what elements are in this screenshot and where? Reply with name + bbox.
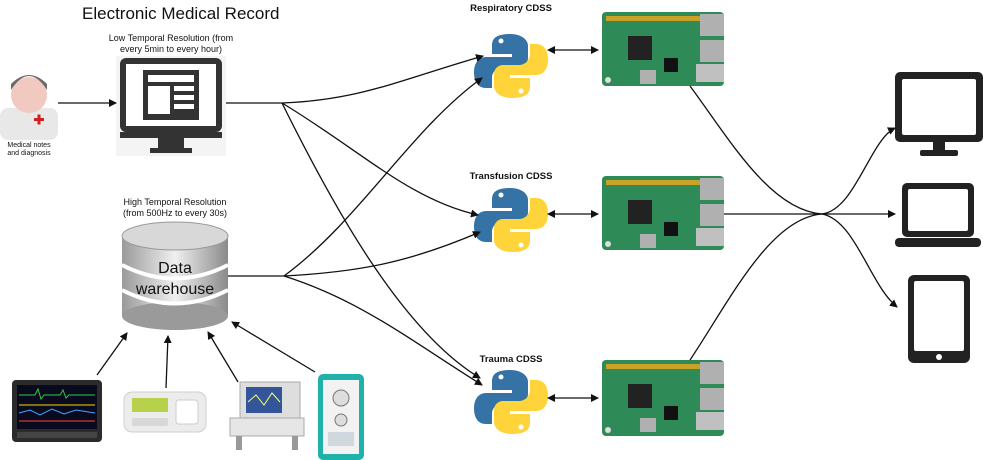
raspberry-pi-respiratory-icon bbox=[602, 12, 724, 86]
emr-to-trauma-arrow bbox=[281, 102, 481, 379]
data-warehouse-line1: Data bbox=[158, 260, 192, 277]
physician-label: Medical notes and diagnosis bbox=[4, 142, 54, 158]
high-resolution-line1: High Temporal Resolution bbox=[123, 197, 227, 207]
tablet-icon bbox=[908, 275, 970, 363]
data-warehouse-icon bbox=[121, 221, 229, 330]
data-warehouse-label: Data warehouse bbox=[127, 258, 223, 300]
pump-to-warehouse-arrow bbox=[163, 335, 172, 389]
physician-label-line1: Medical notes bbox=[7, 142, 51, 149]
emr-computer-icon bbox=[116, 56, 226, 156]
physician-label-line2: and diagnosis bbox=[7, 150, 51, 157]
respiratory-to-hub-line bbox=[689, 85, 823, 215]
hub-to-monitor-arrow bbox=[821, 127, 896, 215]
emr-to-transfusion-arrow bbox=[281, 102, 479, 218]
python-logo-transfusion-icon bbox=[474, 188, 548, 252]
data-warehouse-line2: warehouse bbox=[135, 281, 215, 298]
warehouse-to-transfusion-arrow bbox=[283, 231, 481, 277]
raspberry-pi-transfusion-icon bbox=[602, 176, 724, 250]
high-resolution-line2: (from 500Hz to every 30s) bbox=[122, 208, 228, 218]
warehouse-to-trauma-arrow bbox=[283, 275, 483, 386]
laptop-icon bbox=[895, 183, 981, 247]
low-resolution-line1: Low Temporal Resolution (from bbox=[108, 33, 234, 43]
transfusion-cdss-label: Transfusion CDSS bbox=[469, 171, 553, 182]
monitor-to-warehouse-arrow bbox=[96, 332, 128, 376]
low-resolution-label: Low Temporal Resolution (from every 5min… bbox=[96, 33, 246, 55]
emr-to-respiratory-arrow bbox=[281, 54, 484, 104]
patient-monitor-icon bbox=[12, 380, 102, 442]
connector-lines bbox=[58, 46, 898, 402]
infusion-pump-icon bbox=[123, 391, 207, 433]
ventilator-icon bbox=[229, 381, 305, 450]
python-logo-trauma-icon bbox=[474, 370, 548, 434]
ventilator-to-warehouse-arrow bbox=[207, 331, 239, 383]
raspberry-pi-trauma-icon bbox=[602, 360, 724, 436]
high-resolution-label: High Temporal Resolution (from 500Hz to … bbox=[100, 197, 250, 219]
respiratory-cdss-label: Respiratory CDSS bbox=[470, 3, 552, 14]
ecmo-to-warehouse-arrow bbox=[231, 321, 316, 373]
ecmo-machine-icon bbox=[318, 374, 364, 460]
low-resolution-line2: every 5min to every hour) bbox=[119, 44, 223, 54]
monitor-icon bbox=[895, 72, 983, 156]
trauma-to-hub-line bbox=[689, 213, 823, 361]
trauma-cdss-label: Trauma CDSS bbox=[479, 354, 543, 365]
warehouse-to-respiratory-arrow bbox=[283, 77, 483, 277]
hub-to-tablet-arrow bbox=[821, 213, 898, 308]
python-logo-respiratory-icon bbox=[474, 34, 548, 98]
diagram-title: Electronic Medical Record bbox=[82, 4, 280, 23]
physician-icon bbox=[0, 75, 58, 140]
